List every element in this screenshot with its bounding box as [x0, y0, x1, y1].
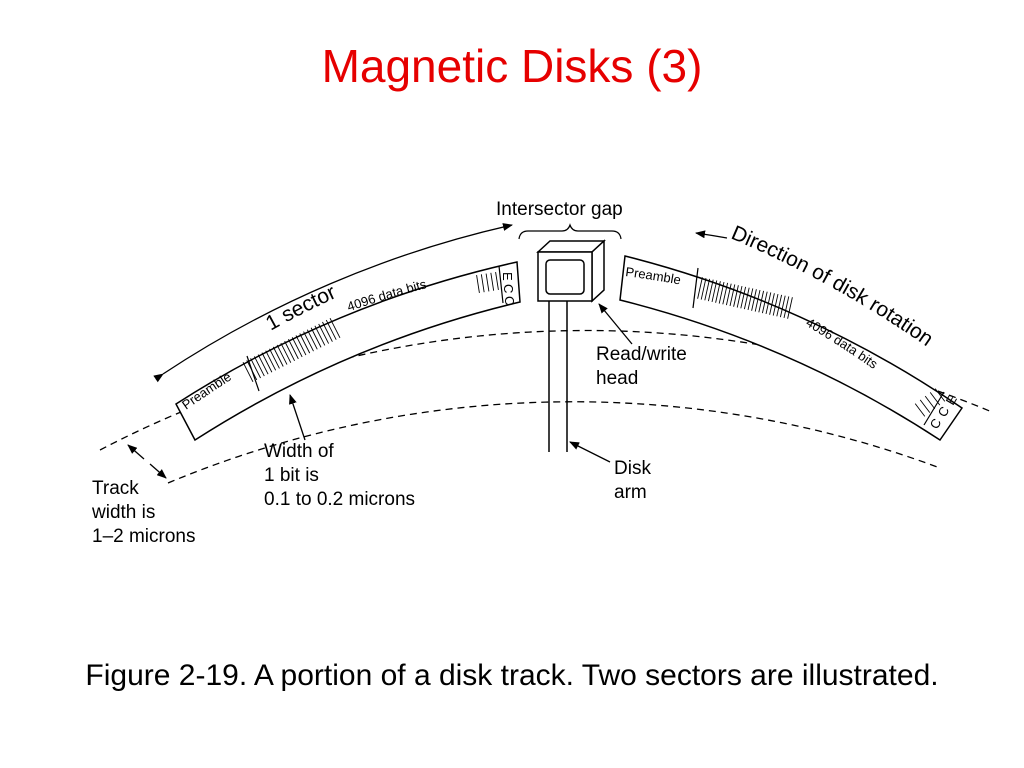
- intersector-gap-bracket: [518, 223, 622, 240]
- track-width-label-line2: width is: [91, 502, 155, 523]
- one-sector-arrow: [153, 223, 513, 383]
- disk-arm: [548, 301, 568, 452]
- sector-2-preamble-divider: [692, 267, 699, 309]
- disk-arm-label-line1: Disk: [614, 458, 651, 479]
- rotation-direction-arrow: [695, 230, 728, 239]
- track-width-label-line1: Track: [92, 478, 139, 499]
- bit-width-arrow: [289, 394, 306, 441]
- sector-1-outline: [175, 261, 521, 442]
- disk-arm-arrow: [569, 441, 611, 463]
- sector-2-ecc-divider: [923, 391, 945, 426]
- read-write-head-label-line1: Read/write: [596, 344, 687, 365]
- track-width-label-line3: 1–2 microns: [92, 526, 196, 547]
- svg-text:C: C: [502, 296, 517, 305]
- svg-text:E: E: [500, 272, 515, 281]
- svg-text:C: C: [501, 284, 516, 293]
- read-write-head: [536, 239, 606, 303]
- track-width-arrow: [127, 444, 167, 479]
- sector-1-ecc-label: E C C: [500, 272, 517, 305]
- slide-title: Magnetic Disks (3): [321, 40, 703, 92]
- track-inner-boundary: [167, 401, 941, 484]
- bit-width-label-line1: Width of: [264, 441, 334, 462]
- disk-arm-label-line2: arm: [614, 482, 647, 503]
- read-write-head-arrow: [598, 303, 633, 345]
- sector-2-outline: [619, 255, 964, 442]
- bit-width-label-line3: 0.1 to 0.2 microns: [264, 489, 415, 510]
- bit-width-label-line2: 1 bit is: [264, 465, 319, 486]
- read-write-head-label-line2: head: [596, 368, 638, 389]
- sector-2-bits: [697, 277, 946, 417]
- figure-caption: Figure 2-19. A portion of a disk track. …: [85, 659, 939, 692]
- intersector-gap-label: Intersector gap: [496, 199, 623, 220]
